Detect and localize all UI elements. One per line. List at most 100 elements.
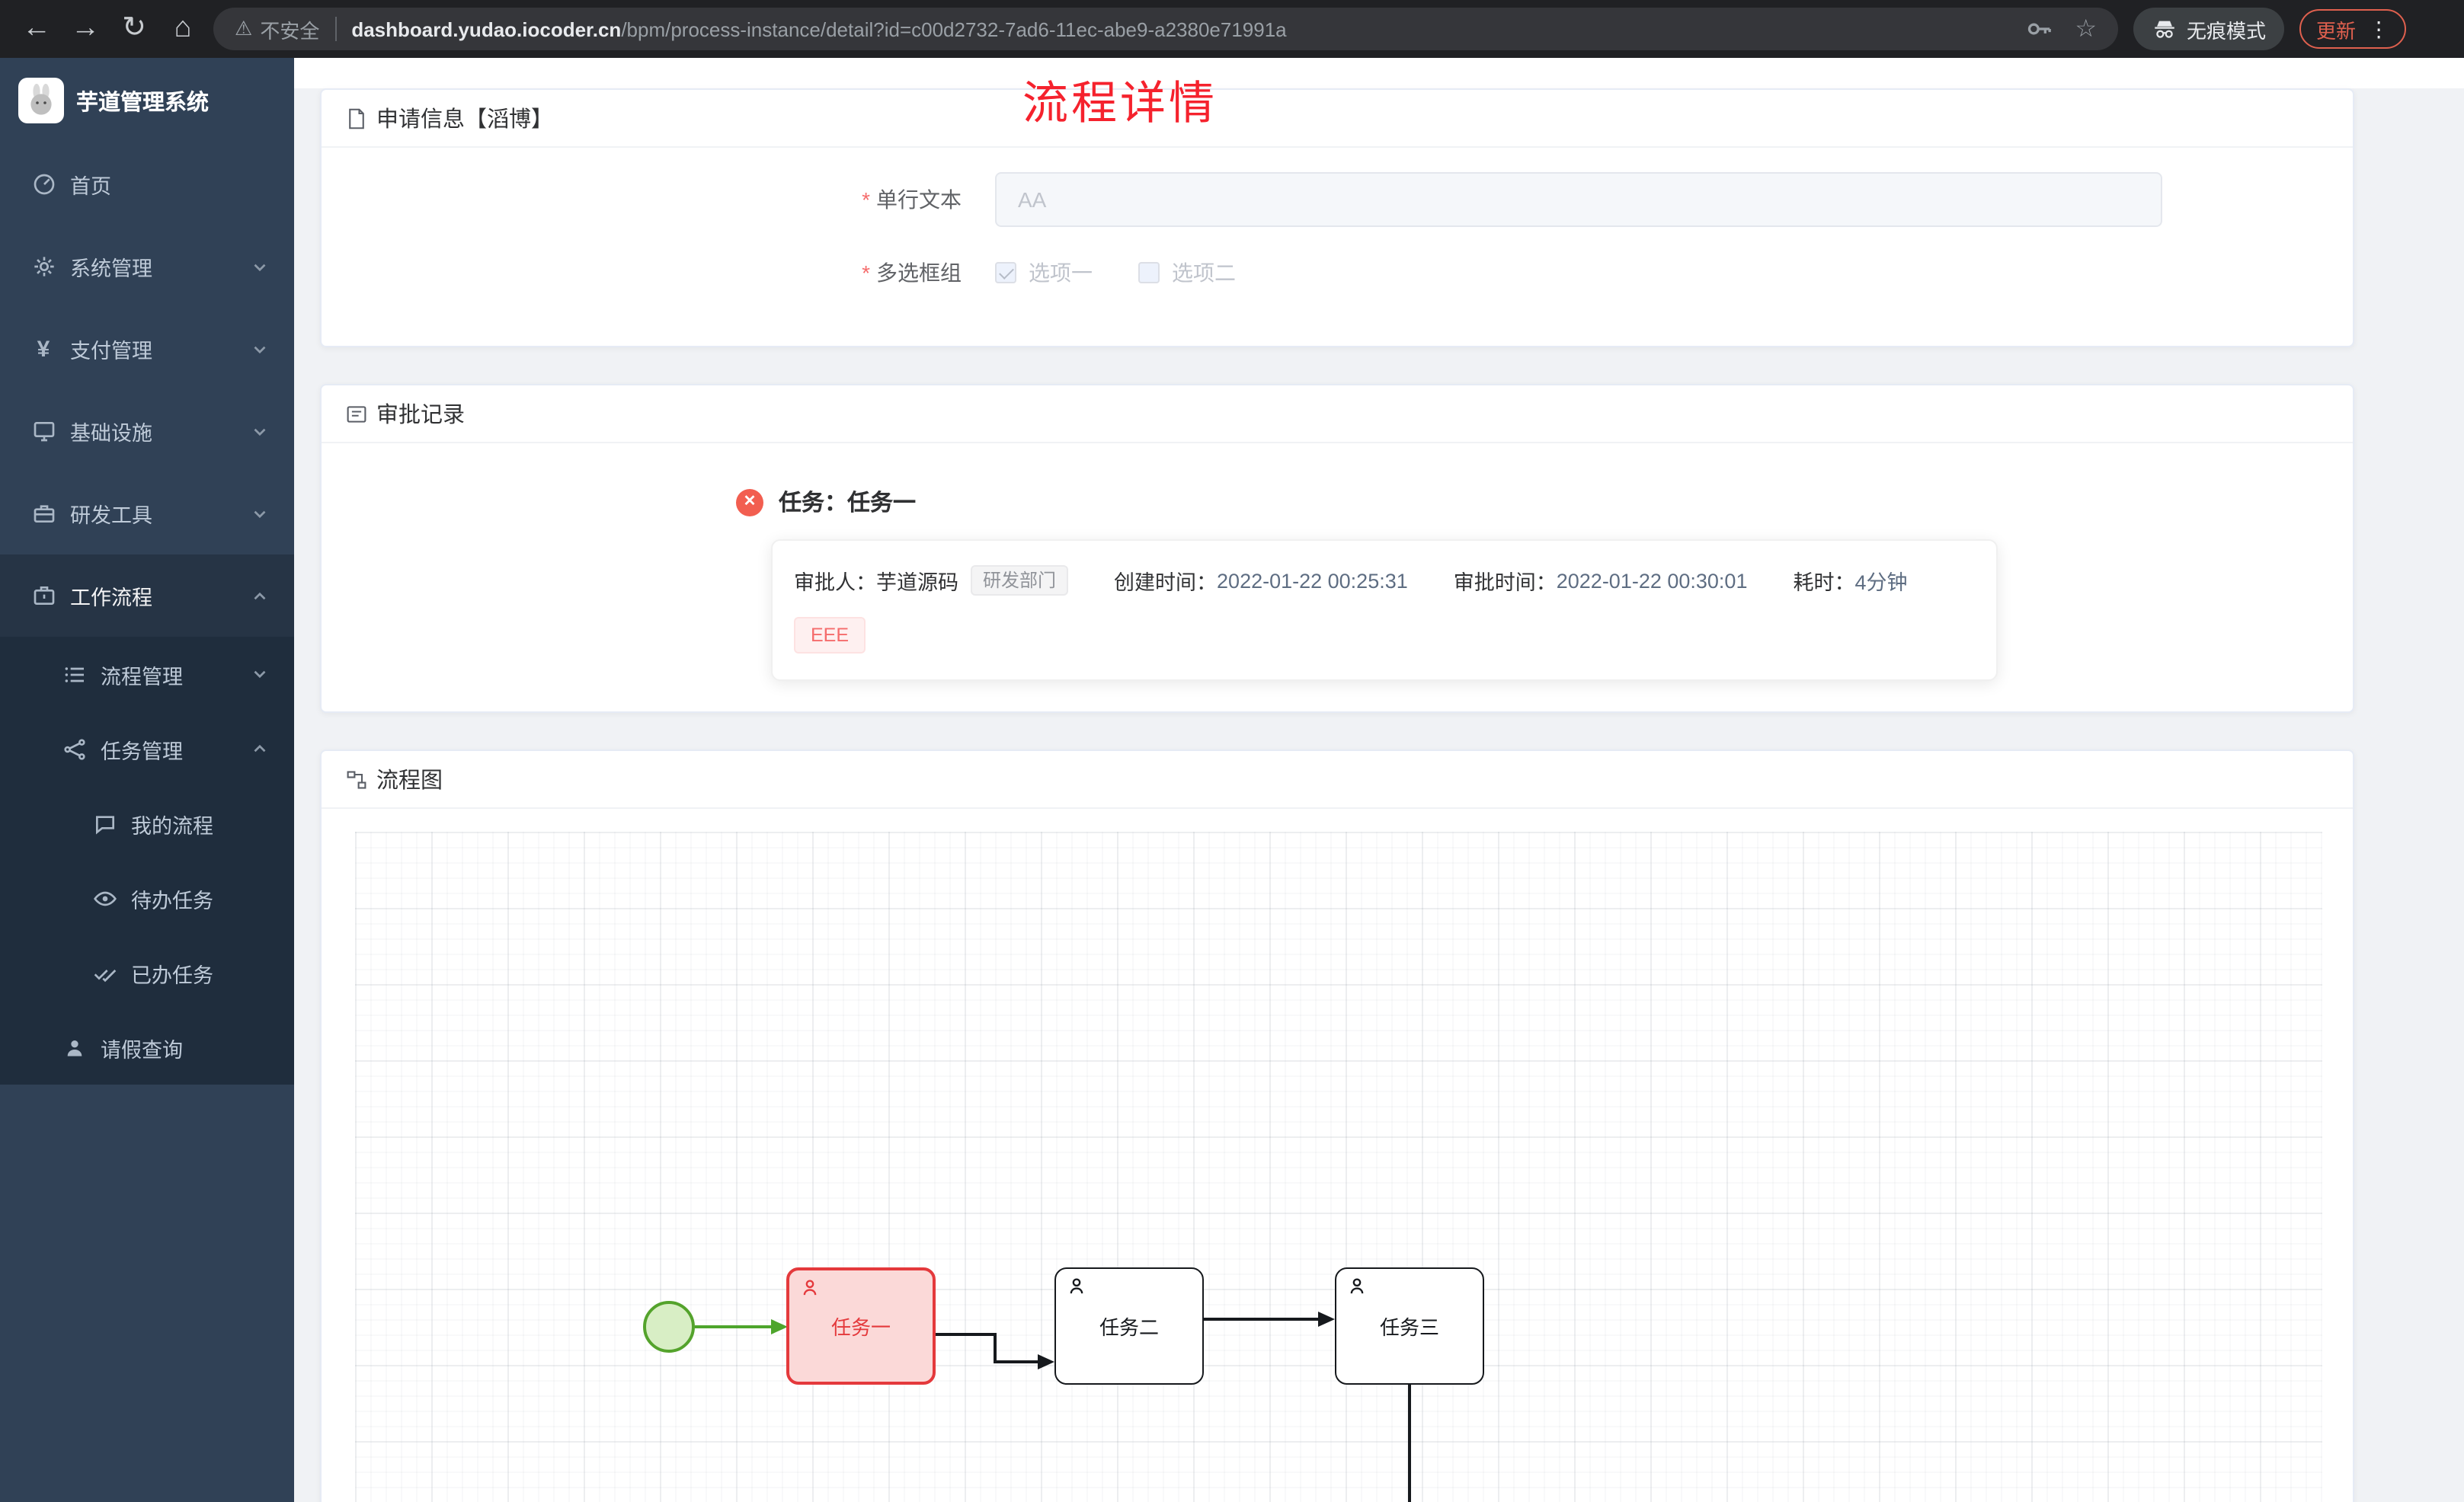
chevron-down-icon — [254, 263, 266, 271]
approval-detail-card: 审批人： 芋道源码 研发部门 创建时间： 2022-01-22 00:25:31… — [771, 539, 1998, 681]
yen-icon: ¥ — [37, 336, 50, 362]
approval-record-card-title: 审批记录 — [376, 404, 465, 428]
browser-update-button[interactable]: 更新 ⋮ — [2299, 9, 2407, 49]
url-domain: dashboard.yudao.iocoder.cn — [351, 18, 622, 40]
address-divider — [334, 17, 337, 41]
arrowhead-black — [1038, 1354, 1054, 1369]
user-task-icon — [803, 1280, 817, 1296]
approval-detail-line: 审批人： 芋道源码 研发部门 创建时间： 2022-01-22 00:25:31… — [794, 565, 1975, 596]
sidebar-item-label: 支付管理 — [70, 340, 152, 363]
task-node-3[interactable]: 任务三 — [1335, 1267, 1484, 1385]
timeline-item: ✕ 任务：任务一 — [736, 486, 2316, 518]
password-key-icon[interactable] — [2023, 14, 2053, 44]
record-icon — [347, 405, 366, 422]
chevron-down-icon — [254, 345, 266, 353]
text-field-label: *单行文本 — [862, 187, 962, 212]
sidebar-item-payment[interactable]: ¥ 支付管理 — [0, 308, 294, 390]
briefcase-icon — [30, 583, 56, 609]
app-title: 芋道管理系统 — [76, 91, 209, 115]
required-asterisk: * — [862, 187, 870, 212]
chevron-down-icon — [254, 427, 266, 436]
sidebar-item-label: 研发工具 — [70, 504, 152, 527]
department-tag: 研发部门 — [971, 565, 1069, 596]
branch-icon — [61, 736, 87, 762]
chevron-down-icon — [254, 510, 266, 518]
checkbox-group-row: *多选框组 选项一 选项二 — [322, 257, 2353, 288]
bpmn-viewer: 任务一 任务二 任务三 — [322, 809, 2353, 1502]
sidebar-item-system[interactable]: 系统管理 — [0, 225, 294, 308]
sidebar-item-workflow[interactable]: 工作流程 — [0, 554, 294, 637]
app-logo-row[interactable]: 芋道管理系统 — [0, 58, 294, 143]
checkbox-group-label: *多选框组 — [862, 260, 962, 285]
address-bar[interactable]: ⚠ 不安全 dashboard.yudao.iocoder.cn/bpm/pro… — [213, 8, 2118, 50]
toolbox-icon — [30, 500, 56, 526]
approval-timeline: ✕ 任务：任务一 审批人： 芋道源码 研发部门 创建时间： 2022-01-22… — [322, 443, 2353, 681]
apply-info-card-header: 申请信息【滔博】 — [322, 90, 2353, 148]
created-time: 2022-01-22 00:25:31 — [1217, 569, 1408, 592]
process-diagram-card: 流程图 任务一 — [320, 749, 2354, 1502]
chat-bubble-icon — [91, 810, 117, 836]
sidebar-item-infrastructure[interactable]: 基础设施 — [0, 390, 294, 472]
sidebar-item-leave-query[interactable]: 请假查询 — [0, 1010, 294, 1085]
approval-record-card: 审批记录 ✕ 任务：任务一 审批人： 芋道源码 研发部门 创建时间： 2022-… — [320, 384, 2354, 713]
sidebar-item-label: 已办任务 — [131, 964, 213, 986]
sidebar-item-todo-tasks[interactable]: 待办任务 — [0, 861, 294, 935]
back-icon[interactable]: ← — [22, 12, 51, 44]
browser-menu-icon[interactable]: ⋮ — [2368, 16, 2390, 40]
document-icon — [349, 107, 364, 129]
not-secure-icon: ⚠ — [235, 17, 253, 40]
approved-time: 2022-01-22 00:30:01 — [1556, 569, 1748, 592]
approver-label: 审批人： — [794, 571, 876, 594]
dashboard-icon — [30, 171, 56, 197]
incognito-label: 无痕模式 — [2187, 19, 2267, 42]
sidebar-item-home[interactable]: 首页 — [0, 143, 294, 225]
home-icon[interactable]: ⌂ — [174, 12, 192, 44]
chevron-up-icon — [254, 744, 266, 753]
sequence-flows — [695, 1312, 1411, 1502]
bookmark-star-icon[interactable]: ☆ — [2075, 17, 2097, 43]
task-node-label: 任务三 — [1379, 1316, 1439, 1339]
page-header-band — [294, 58, 2464, 88]
chevron-up-icon — [254, 591, 266, 599]
created-label: 创建时间： — [1114, 571, 1218, 594]
process-diagram-card-header: 流程图 — [322, 751, 2353, 809]
list-icon — [61, 661, 87, 687]
single-line-text-input[interactable] — [995, 172, 2162, 227]
sidebar-item-label: 首页 — [70, 175, 111, 198]
bpmn-canvas[interactable]: 任务一 任务二 任务三 — [355, 832, 2322, 1502]
approver-name: 芋道源码 — [876, 571, 958, 594]
sidebar-item-label: 基础设施 — [70, 422, 152, 445]
forward-icon[interactable]: → — [71, 12, 100, 44]
sidebar-item-devtools[interactable]: 研发工具 — [0, 472, 294, 554]
sidebar-item-task-management[interactable]: 任务管理 — [0, 711, 294, 786]
sidebar-item-process-management[interactable]: 流程管理 — [0, 637, 294, 711]
approval-record-card-header: 审批记录 — [322, 385, 2353, 443]
app-logo-icon — [18, 78, 64, 123]
duration-value: 4分钟 — [1854, 571, 1908, 594]
sidebar-item-label: 请假查询 — [101, 1038, 183, 1061]
chevron-down-icon — [254, 670, 266, 679]
sidebar-item-label: 我的流程 — [131, 814, 213, 837]
error-status-icon: ✕ — [736, 488, 763, 516]
sidebar-item-my-process[interactable]: 我的流程 — [0, 786, 294, 861]
not-secure-label: 不安全 — [260, 19, 320, 42]
double-check-icon — [91, 960, 117, 986]
checkbox-option-1[interactable]: 选项二 — [1138, 257, 1236, 288]
reload-icon[interactable]: ↻ — [122, 12, 146, 44]
task-node-1[interactable]: 任务一 — [786, 1267, 936, 1385]
checkbox-icon — [995, 262, 1016, 283]
incognito-icon — [2155, 20, 2174, 37]
sidebar-item-label: 任务管理 — [101, 740, 183, 762]
comment-tag: EEE — [794, 617, 866, 654]
update-label: 更新 — [2316, 19, 2357, 42]
sidebar-item-done-tasks[interactable]: 已办任务 — [0, 935, 294, 1010]
approved-label: 审批时间： — [1453, 571, 1557, 594]
task-node-2[interactable]: 任务二 — [1054, 1267, 1204, 1385]
start-event-node[interactable] — [643, 1301, 695, 1353]
flowchart-icon — [347, 770, 366, 788]
text-field-row: *单行文本 — [322, 172, 2353, 227]
browser-toolbar: ← → ↻ ⌂ ⚠ 不安全 dashboard.yudao.iocoder.cn… — [0, 0, 2464, 58]
checkbox-option-0[interactable]: 选项一 — [995, 257, 1093, 288]
apply-info-card-title: 申请信息【滔博】 — [376, 108, 553, 133]
